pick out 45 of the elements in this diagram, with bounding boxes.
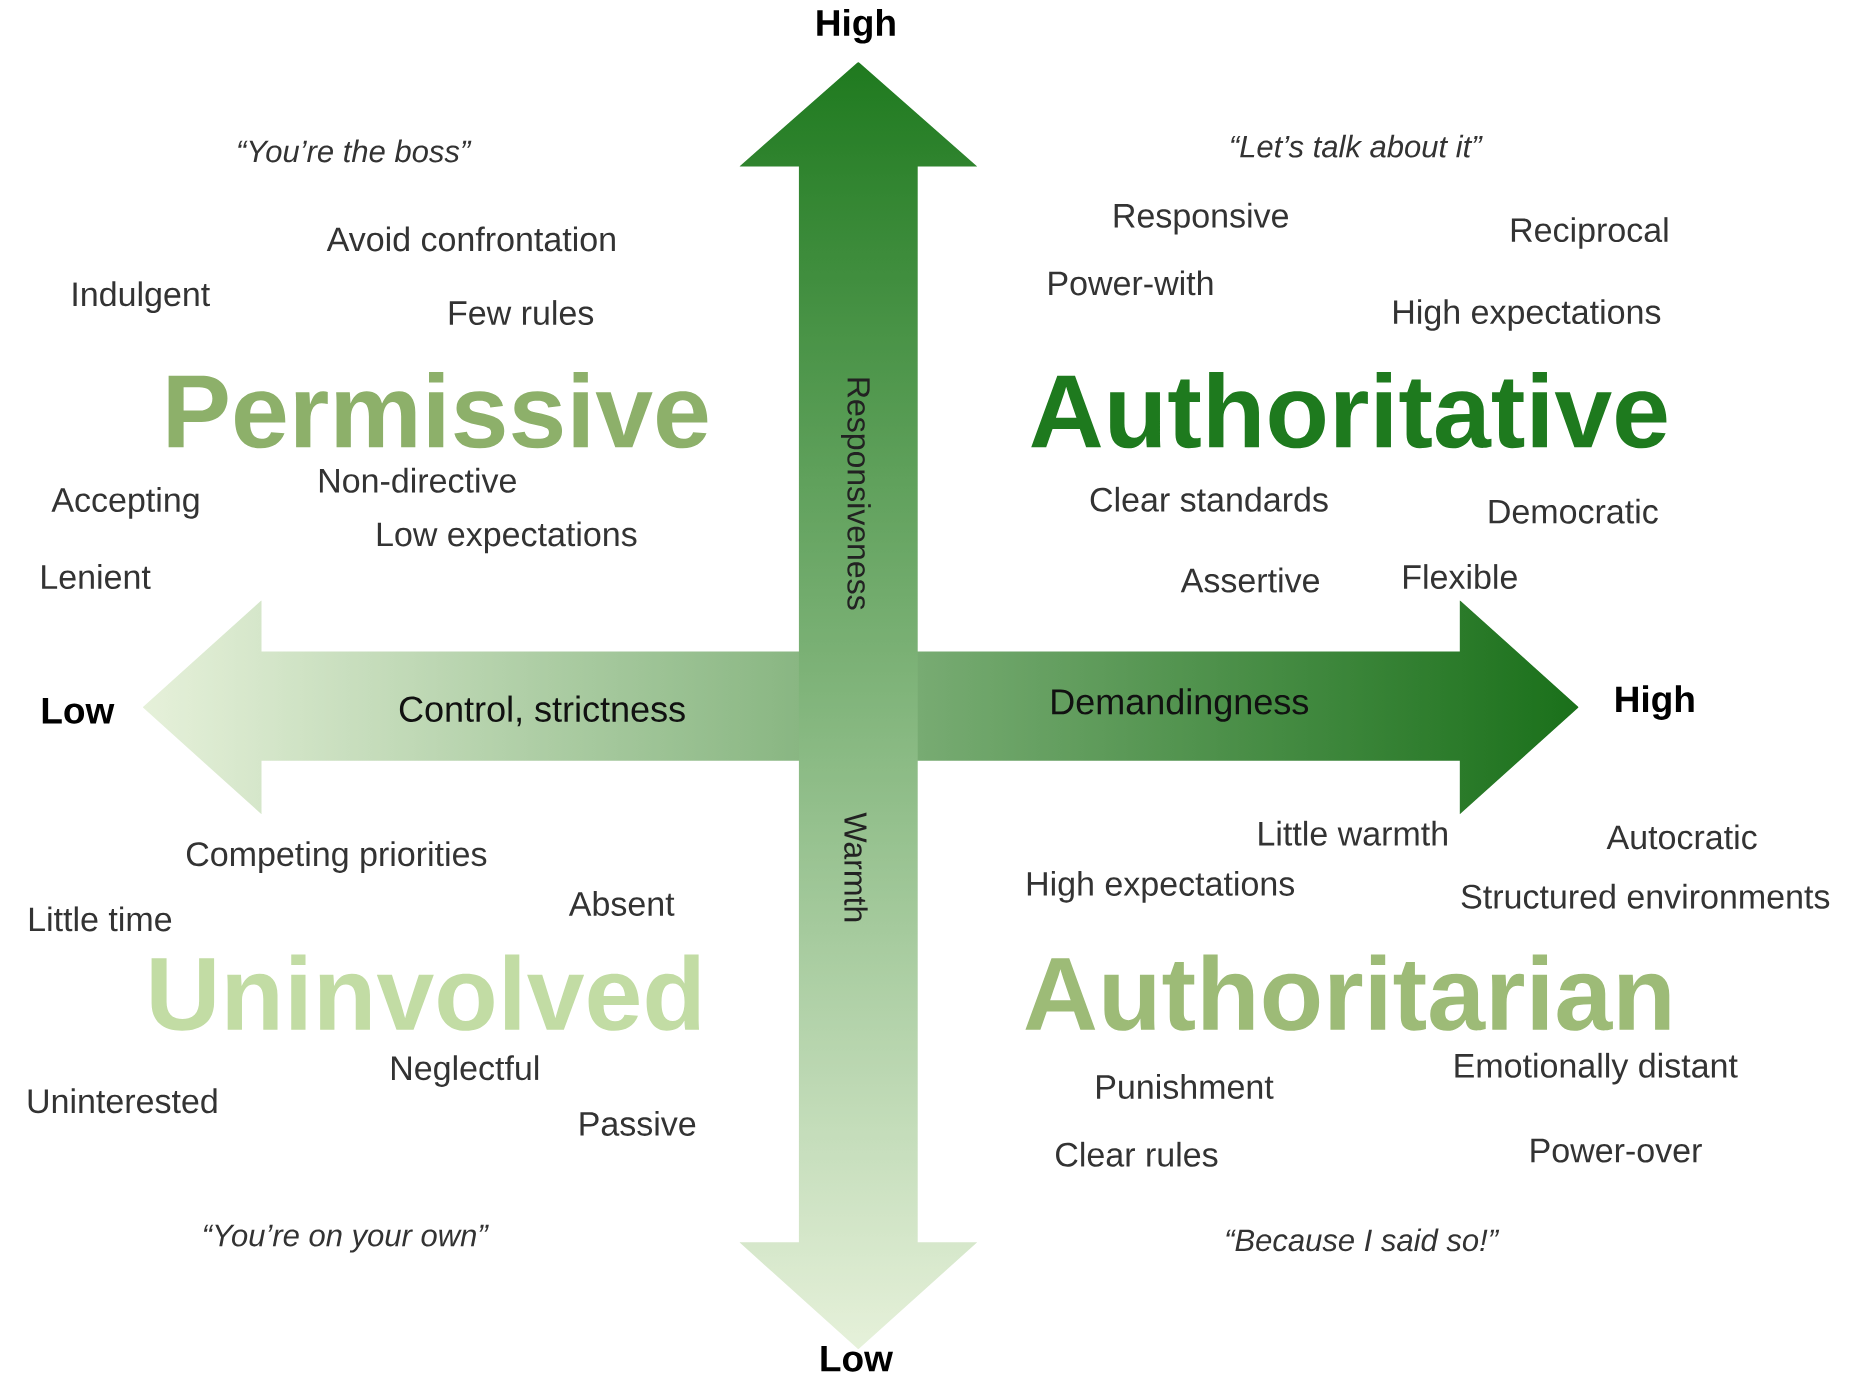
quadrant-title: Authoritative (1031, 371, 1667, 449)
axis-end-label: High (817, 8, 895, 44)
trait-label: Little time (29, 906, 172, 932)
trait-label: Emotionally distant (1455, 1052, 1738, 1085)
axis-end-label: Low (821, 1345, 893, 1372)
axis-end-label: High (1616, 685, 1694, 720)
quadrant-title: Permissive (168, 371, 708, 449)
quote-text: “Because I said so!” (1226, 1228, 1500, 1252)
quadrant-title: Uninvolved (151, 954, 699, 1031)
trait-label: Indulgent (73, 281, 210, 314)
trait-label: Flexible (1404, 564, 1517, 590)
axis-label: Demandingness (1052, 688, 1309, 722)
trait-label: Avoid confrontation (326, 226, 615, 252)
trait-label: Democratic (1489, 498, 1658, 524)
quadrant-title: Authoritarian (1025, 954, 1670, 1031)
trait-label: Little warmth (1259, 820, 1447, 846)
trait-label: Passive (580, 1110, 696, 1136)
axis-end-label: Low (42, 698, 115, 724)
trait-label: Power-over (1531, 1138, 1702, 1163)
axis-label: Warmth (844, 812, 868, 922)
trait-label: Structured environments (1461, 883, 1830, 909)
trait-label: Reciprocal (1511, 217, 1668, 249)
axis-label: Responsiveness (841, 378, 871, 610)
trait-label: Few rules (449, 300, 594, 326)
trait-label: Power-with (1049, 270, 1213, 296)
trait-label: Lenient (42, 564, 151, 590)
quote-text: “You’re on your own” (203, 1224, 489, 1253)
trait-label: Autocratic (1606, 824, 1757, 850)
trait-label: Punishment (1097, 1074, 1274, 1099)
trait-label: Responsive (1114, 202, 1288, 235)
trait-label: Neglectful (392, 1055, 539, 1087)
quote-text: “You’re the boss” (238, 139, 472, 163)
quote-text: “Let’s talk about it” (1231, 134, 1483, 158)
trait-label: Competing priorities (186, 841, 487, 873)
trait-label: Clear standards (1090, 486, 1328, 512)
trait-label: Accepting (51, 487, 199, 519)
trait-label: High expectations (1394, 299, 1661, 331)
trait-label: Non-directive (319, 467, 516, 493)
trait-label: Low expectations (377, 521, 637, 554)
axis-label: Control, strictness (399, 695, 685, 727)
trait-label: High expectations (1027, 870, 1295, 903)
trait-label: Assertive (1180, 567, 1319, 593)
trait-label: Uninterested (28, 1088, 217, 1114)
trait-label: Clear rules (1056, 1141, 1218, 1167)
trait-label: Absent (568, 891, 675, 916)
